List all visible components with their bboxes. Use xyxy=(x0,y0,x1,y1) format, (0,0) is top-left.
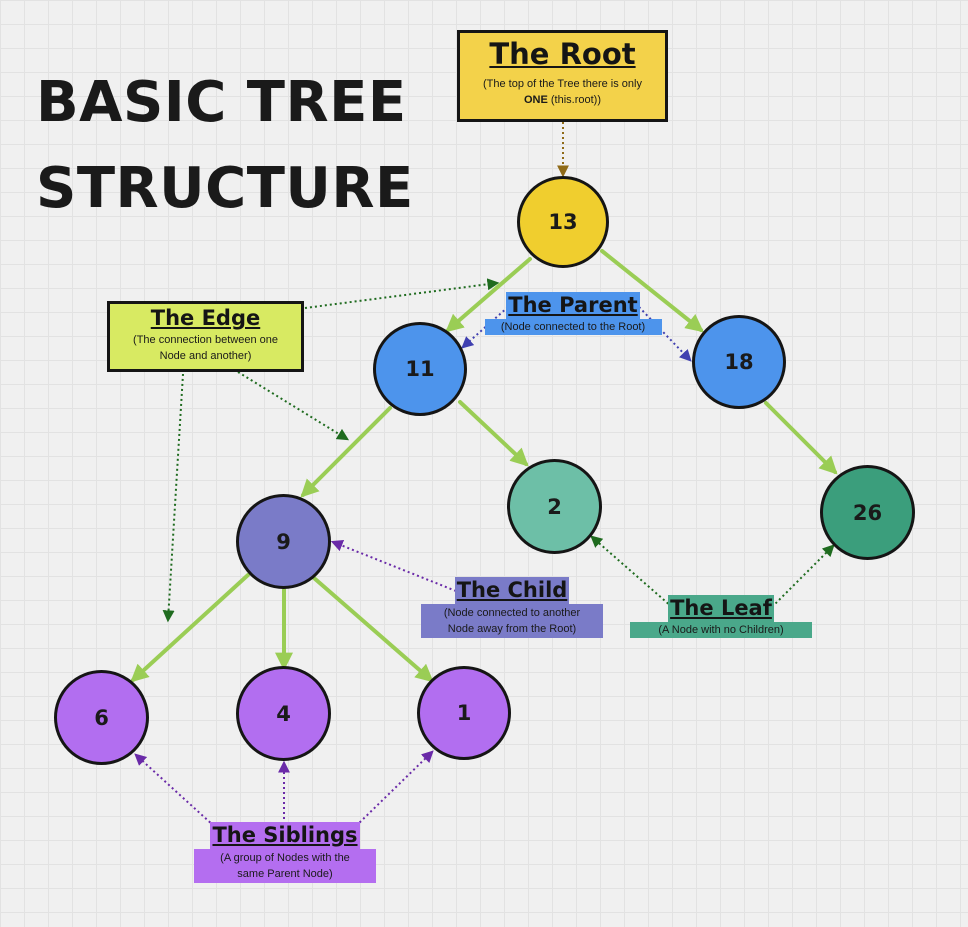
edge-pointer-arrow-top xyxy=(304,278,500,309)
node-left-parent: 11 xyxy=(373,322,467,416)
leaf-pointer-arrow-right xyxy=(771,544,835,608)
siblings-heading: The Siblings xyxy=(210,822,360,849)
root-heading: The Root xyxy=(489,37,636,71)
leaf-heading: The Leaf xyxy=(668,595,774,622)
node-child: 9 xyxy=(236,494,331,589)
title-line-1: BASIC TREE xyxy=(36,70,407,135)
root-description-line-2: ONE (this.root)) xyxy=(460,92,665,108)
edge-18-26 xyxy=(764,401,838,475)
child-description-line-2: Node away from the Root) xyxy=(447,623,577,635)
edge-heading: The Edge xyxy=(150,306,261,330)
siblings-description-line-2: same Parent Node) xyxy=(237,868,333,880)
siblings-pointer-arrow-left xyxy=(134,753,215,827)
parent-pointer-arrow-right xyxy=(638,306,692,362)
node-right-parent: 18 xyxy=(692,315,786,409)
edge-annotation-box: The Edge (The connection between one Nod… xyxy=(107,301,304,372)
parent-heading: The Parent xyxy=(506,292,640,319)
edge-pointer-arrow-down xyxy=(162,373,184,623)
root-description-rest: (this.root)) xyxy=(547,94,602,106)
edge-9-1 xyxy=(312,576,434,683)
node-root: 13 xyxy=(517,176,609,268)
edge-13-11 xyxy=(445,257,532,333)
node-leaf-dark: 26 xyxy=(820,465,915,560)
node-leaf-light: 2 xyxy=(507,459,602,554)
root-description-bold: ONE xyxy=(523,94,548,106)
node-sibling-b: 4 xyxy=(236,666,331,761)
annotation-arrows xyxy=(134,122,835,827)
edge-13-18 xyxy=(600,249,704,333)
edge-9-6 xyxy=(130,573,250,683)
edge-11-9 xyxy=(300,406,392,498)
leaf-description: (A Node with no Children) xyxy=(630,622,812,638)
child-label: The Child (Node connected to another Nod… xyxy=(421,577,603,638)
child-pointer-arrow xyxy=(330,539,457,592)
edge-11-2 xyxy=(458,400,529,467)
edge-description-line-2: Node and another) xyxy=(159,350,252,362)
child-heading: The Child xyxy=(454,577,570,604)
title-line-2: STRUCTURE xyxy=(36,156,414,221)
edge-description: (The connection between one Node and ano… xyxy=(110,332,301,364)
child-description-line-1: (Node connected to another xyxy=(443,607,581,619)
edge-description-line-1: (The connection between one xyxy=(133,334,278,346)
node-sibling-a: 6 xyxy=(54,670,149,765)
diagram-title: BASIC TREE STRUCTURE xyxy=(36,60,414,232)
root-description: (The top of the Tree there is only ONE (… xyxy=(460,76,665,108)
parent-description: (Node connected to the Root) xyxy=(484,319,662,335)
siblings-description: (A group of Nodes with the same Parent N… xyxy=(194,849,376,883)
root-description-line-1: (The top of the Tree there is only xyxy=(483,78,642,90)
parent-label: The Parent (Node connected to the Root) xyxy=(480,292,666,335)
tree-edges xyxy=(130,249,838,683)
node-sibling-c: 1 xyxy=(417,666,511,760)
root-annotation-box: The Root (The top of the Tree there is o… xyxy=(457,30,668,122)
siblings-label: The Siblings (A group of Nodes with the … xyxy=(194,822,376,883)
edge-pointer-arrow-mid xyxy=(237,371,350,441)
siblings-description-line-1: (A group of Nodes with the xyxy=(220,852,350,864)
siblings-pointer-arrow-right xyxy=(355,750,434,827)
leaf-label: The Leaf (A Node with no Children) xyxy=(630,595,812,638)
child-description: (Node connected to another Node away fro… xyxy=(421,604,603,638)
